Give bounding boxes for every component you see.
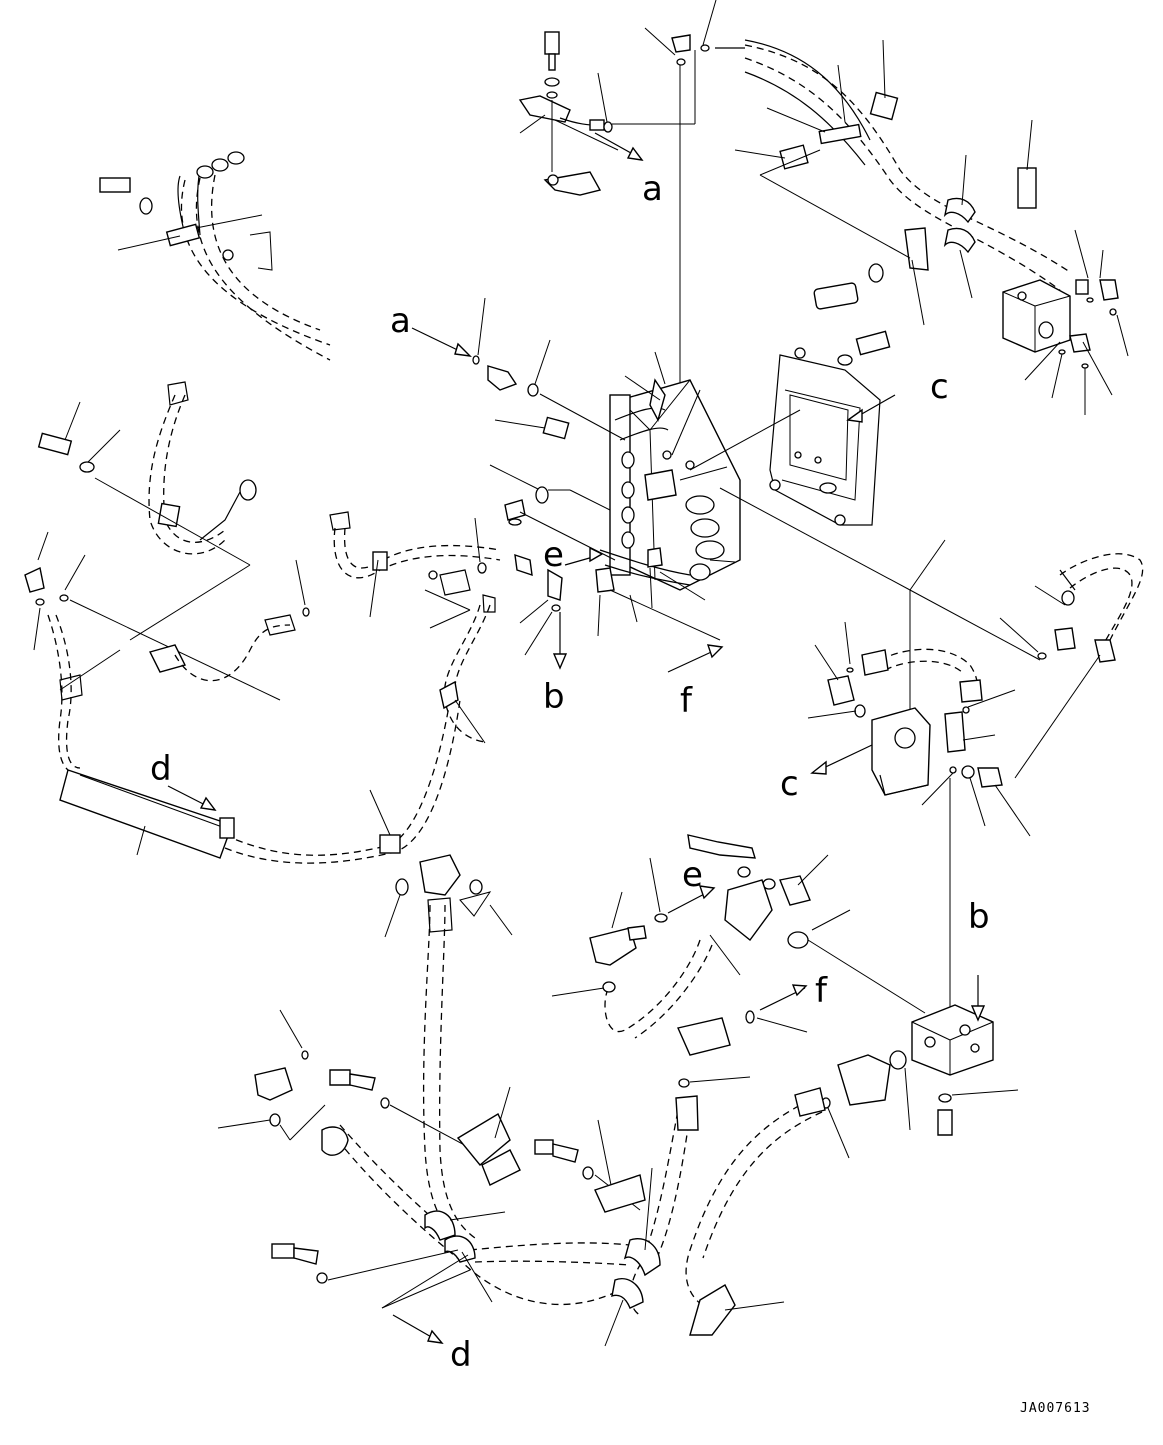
callout-c-mid: c <box>780 764 799 804</box>
callout-f-mid: f <box>680 681 693 721</box>
drawing-id: JA007613 <box>1020 1401 1091 1416</box>
callout-d-left: d <box>150 749 172 789</box>
callout-b-mid: b <box>543 677 565 717</box>
callout-f-lower: f <box>815 971 828 1011</box>
bottom-hose-harness <box>217 897 826 1347</box>
right-filter-assembly <box>807 539 1144 1015</box>
callout-e-mid: e <box>543 535 564 575</box>
valve-cover-plate <box>769 330 896 526</box>
top-right-hose-pair <box>715 39 1071 326</box>
lower-right-distribution-block <box>821 975 1019 1159</box>
callout-arrows <box>552 132 724 673</box>
callout-d-bottom: d <box>450 1335 472 1375</box>
callout-b-right: b <box>968 897 990 937</box>
upper-left-hose-bundle <box>99 151 331 361</box>
right-valve-block <box>1002 229 1129 415</box>
cooler-tube-and-hose <box>59 680 486 864</box>
inlet-fitting-a <box>411 297 626 441</box>
callout-a-top: a <box>642 169 663 209</box>
callout-a-left: a <box>390 301 411 341</box>
central-control-valve <box>489 351 911 641</box>
left-hose-assembly <box>24 381 310 776</box>
lower-center-connector-group <box>384 834 926 1088</box>
callout-c-top: c <box>930 367 949 407</box>
callout-letters: a a b b c c d d e e f f <box>150 169 990 1375</box>
callout-e-lower: e <box>682 855 703 895</box>
